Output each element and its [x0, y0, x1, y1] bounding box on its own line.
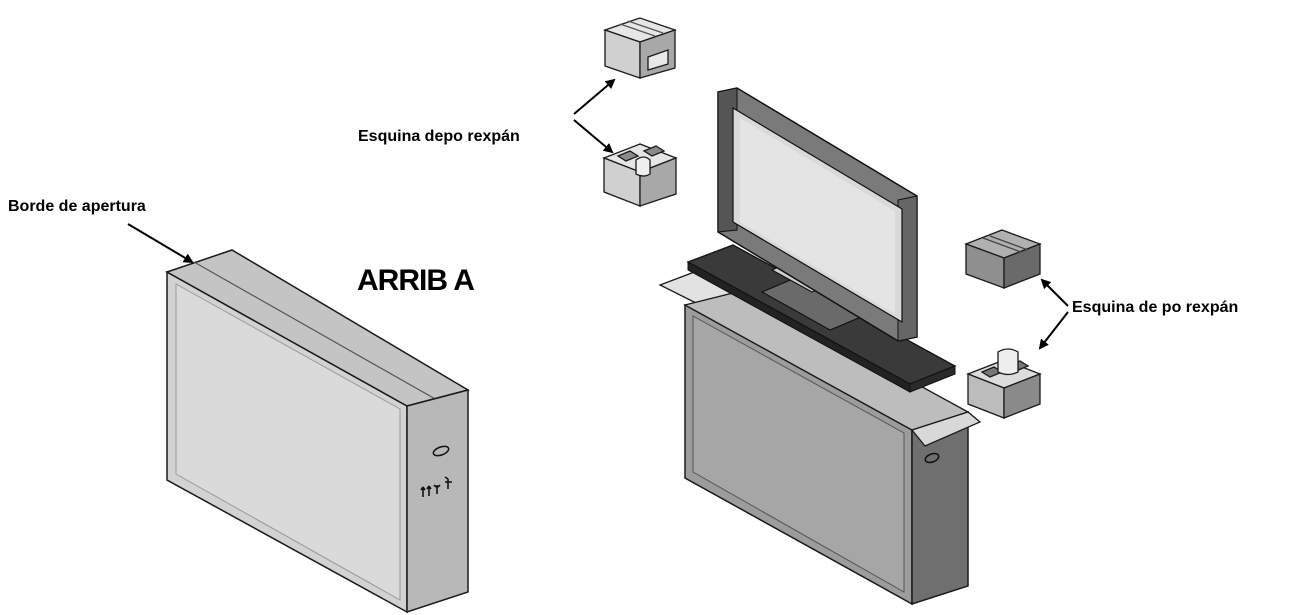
arrow-foam-bottom-2 — [1038, 311, 1069, 350]
open-box — [658, 267, 982, 606]
open-box-hand-hole-icon — [924, 452, 940, 464]
open-box-front-inset — [692, 315, 905, 593]
hand-hole-icon — [432, 445, 450, 457]
closed-box-side — [406, 389, 469, 614]
label-top: ARRIB A — [357, 264, 475, 297]
arrow-opening-edge — [127, 223, 194, 264]
open-box-right-flap — [910, 411, 982, 447]
handling-symbols-icon — [420, 476, 452, 497]
label-foam-corner-left: Esquina depo rexpán — [358, 128, 520, 145]
label-foam-corner-right: Esquina de po rexpán — [1072, 299, 1239, 316]
closed-box-front-inset — [175, 283, 401, 601]
foam-corner-top-1 — [602, 17, 678, 79]
television — [717, 87, 918, 342]
foam-corner-bottom-2 — [966, 348, 1042, 419]
arrow-foam-top-1 — [573, 78, 616, 115]
foam-corner-bottom-1 — [964, 229, 1042, 289]
label-opening-edge: Borde de apertura — [8, 198, 146, 215]
closed-box — [165, 249, 470, 614]
arrow-foam-bottom-1 — [1040, 278, 1069, 307]
foam-corner-top-2 — [602, 143, 678, 207]
arrow-foam-top-2 — [573, 119, 614, 154]
